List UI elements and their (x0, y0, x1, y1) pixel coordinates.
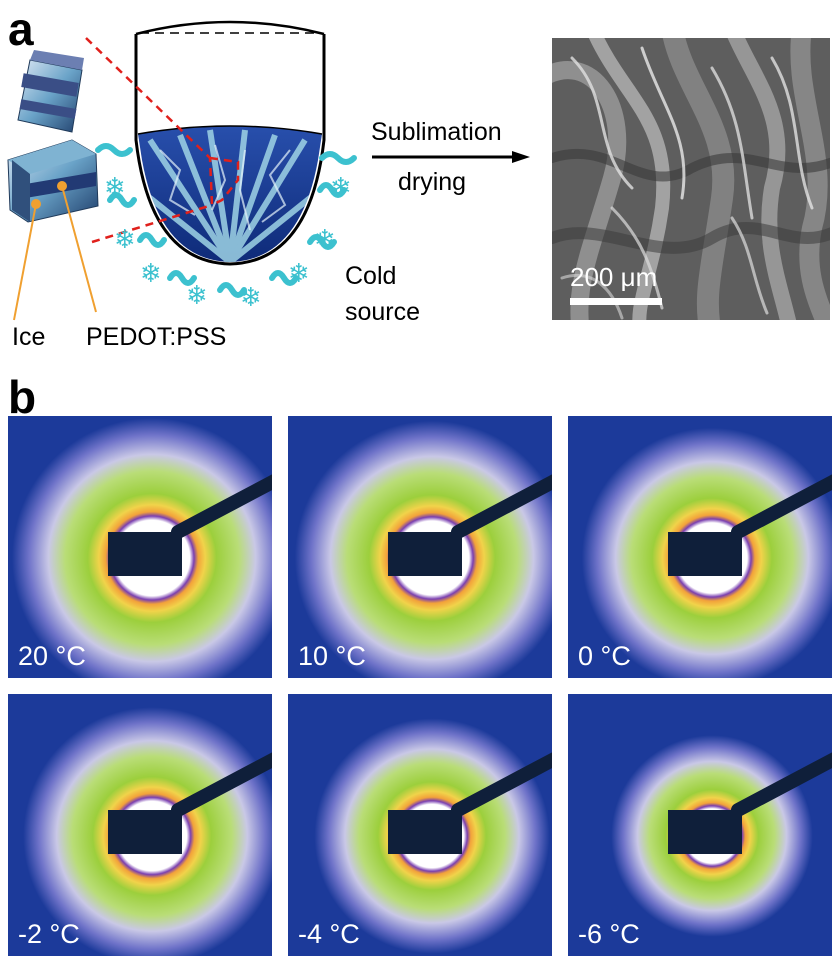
magnification-indicator (85, 37, 240, 244)
scattering-pattern (288, 694, 552, 956)
snowflake-icons: ❄ ❄ ❄ ❄ ❄ ❄ ❄ ❄ (104, 173, 352, 313)
saxs-pattern-tile: 0 °C (568, 416, 832, 678)
process-label-bottom: drying (398, 168, 467, 196)
cold-source-label-line1: Cold (345, 262, 397, 290)
scattering-pattern (568, 694, 832, 956)
sem-micrograph: 200 μm (552, 38, 830, 320)
svg-text:❄: ❄ (240, 283, 262, 313)
saxs-pattern-tile: 10 °C (288, 416, 552, 678)
svg-text:❄: ❄ (114, 225, 136, 255)
pedot-leader-line (61, 185, 97, 313)
ice-crystal-cube-large (7, 139, 99, 223)
saxs-pattern-tile: -4 °C (288, 694, 552, 956)
temperature-label: 20 °C (18, 641, 86, 671)
freezing-crucible (134, 20, 326, 266)
saxs-pattern-tile: 20 °C (8, 416, 272, 678)
cold-source-label-line2: source (345, 298, 421, 326)
temperature-label: -4 °C (298, 919, 360, 949)
svg-text:❄: ❄ (186, 281, 208, 311)
ice-leader-line (13, 203, 37, 321)
ice-leader-dot (31, 199, 41, 209)
panel-b-letter: b (8, 371, 37, 423)
temperature-label: 10 °C (298, 641, 366, 671)
saxs-pattern-tile: -6 °C (568, 694, 832, 956)
ice-label: Ice (12, 323, 46, 351)
process-arrow (372, 151, 530, 163)
scale-bar (570, 298, 662, 305)
scattering-pattern (568, 416, 832, 678)
temperature-label: 0 °C (578, 641, 631, 671)
scattering-pattern (288, 416, 552, 678)
pedot-pss-label: PEDOT:PSS (86, 323, 227, 351)
temperature-label: -6 °C (578, 919, 640, 949)
panel-a-letter: a (8, 3, 34, 55)
svg-text:❄: ❄ (314, 225, 336, 255)
svg-text:❄: ❄ (288, 259, 310, 289)
scattering-pattern (8, 694, 272, 956)
svg-text:❄: ❄ (330, 173, 352, 203)
saxs-pattern-tile: -2 °C (8, 694, 272, 956)
pedot-leader-dot (57, 181, 67, 191)
freeze-casting-schematic: ❄ ❄ ❄ ❄ ❄ ❄ ❄ ❄ (7, 20, 530, 321)
temperature-label: -2 °C (18, 919, 80, 949)
svg-text:❄: ❄ (140, 259, 162, 289)
ice-crystal-cube-small (17, 50, 84, 133)
svg-text:❄: ❄ (104, 173, 126, 203)
scale-bar-label: 200 μm (570, 262, 658, 292)
scattering-pattern (8, 416, 272, 678)
cold-waves (95, 143, 357, 298)
process-label-top: Sublimation (371, 118, 502, 146)
